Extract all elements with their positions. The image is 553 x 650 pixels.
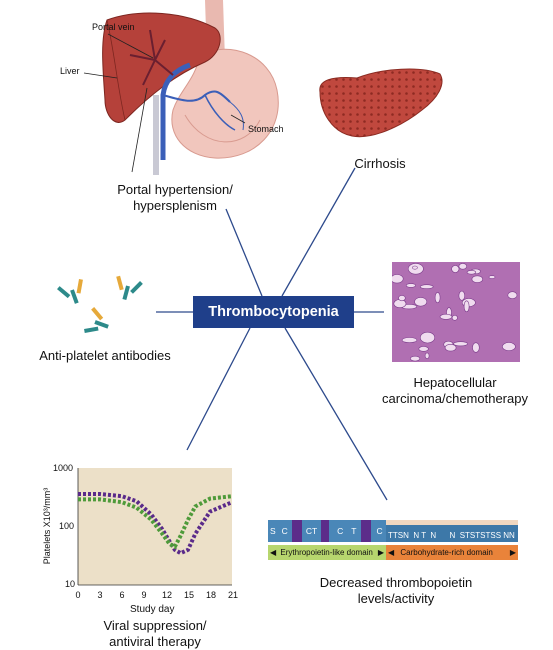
leader-caption (131, 87, 148, 173)
platelet-chart (77, 468, 233, 586)
hcc-caption-line2: carcinoma/chemotherapy (382, 391, 528, 406)
viral-caption-line1: Viral suppression/ (103, 618, 207, 633)
x-tick-12: 12 (162, 590, 173, 600)
seq-t: T (351, 526, 357, 536)
x-tick-3: 3 (97, 590, 103, 600)
antibodies-caption: Anti-platelet antibodies (39, 348, 171, 363)
x-tick-21: 21 (228, 590, 239, 600)
seq-c1: C (281, 526, 288, 536)
cirrhosis-caption: Cirrhosis (354, 156, 406, 171)
seq-ct: CT (305, 526, 318, 536)
carbohydrate-domain-bar: ◀ Carbohydrate-rich domain ▶ (386, 545, 518, 560)
liver-stomach-illustration (83, 0, 279, 175)
center-title-box: Thrombocytopenia (193, 296, 354, 328)
seq-c3: C (376, 526, 383, 536)
seq-s: S (270, 526, 276, 536)
x-tick-15: 15 (184, 590, 195, 600)
histology-image (392, 262, 520, 362)
tpo-seq-left: S C CT C T C (268, 520, 386, 542)
connector-cirrhosis (281, 167, 356, 297)
antibody-icon-3 (84, 307, 109, 333)
leader-liver (83, 72, 118, 79)
leader-stomach (230, 114, 246, 124)
viral-caption-line2: antiviral therapy (109, 634, 201, 649)
tpo-seq-right: TTSN N T N N STSTSTSS NN (386, 520, 518, 542)
y-axis-label: Platelets X10³/mm³ (42, 487, 52, 565)
series-line-2 (78, 494, 233, 550)
x-axis-label: Study day (130, 604, 175, 615)
seq-c2: C (337, 526, 344, 536)
y-tick-100: 100 (59, 521, 75, 531)
center-title: Thrombocytopenia (208, 304, 339, 320)
label-stomach: Stomach (248, 124, 284, 134)
portal-caption-line2: hypersplenism (133, 198, 217, 213)
leader-portal-vein (107, 33, 154, 59)
x-tick-0: 0 (75, 590, 81, 600)
label-portal-vein: Portal vein (92, 22, 135, 32)
antibody-icon-1 (57, 279, 83, 304)
connector-viral (186, 327, 251, 451)
hcc-caption-line1: Hepatocellular (413, 375, 497, 390)
tpo-caption-line1: Decreased thrombopoietin (319, 575, 473, 590)
antibody-icon-2 (116, 275, 143, 301)
label-liver: Liver (60, 66, 80, 76)
x-tick-18: 18 (206, 590, 217, 600)
x-tick-6: 6 (119, 590, 125, 600)
portal-caption-line1: Portal hypertension/ (117, 182, 233, 197)
tpo-domain-diagram: S C CT C T C TTSN N T N N STSTSTSS NN ◀ … (268, 520, 518, 562)
y-tick-1000: 1000 (53, 463, 74, 473)
tpo-caption-line2: levels/activity (357, 591, 435, 606)
x-tick-9: 9 (141, 590, 147, 600)
cirrhotic-liver-illustration (319, 68, 443, 138)
connector-portal (225, 208, 263, 297)
y-tick-10: 10 (65, 579, 76, 589)
erythropoietin-domain-bar: ◀ Erythropoietin-like domain ▶ (268, 545, 386, 560)
connector-tpo (284, 327, 388, 501)
antibody-icons (57, 275, 143, 333)
